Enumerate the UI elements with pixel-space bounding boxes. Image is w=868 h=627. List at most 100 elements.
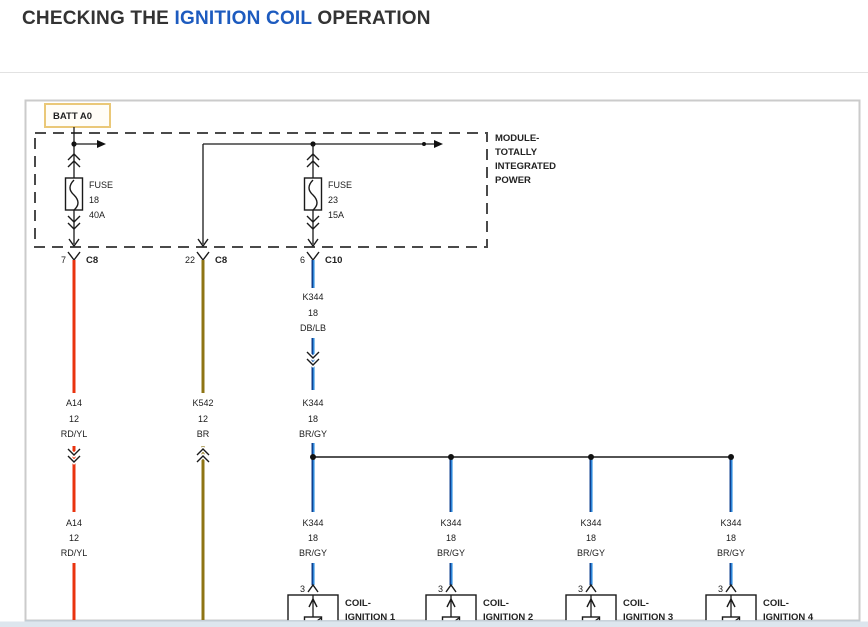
fuse-18-symbol [64, 177, 84, 211]
wire-label-k344-brgy-coil1: K344 18 BR/GY [299, 518, 327, 558]
wire-label-a14-2: A14 12 RD/YL [61, 518, 88, 558]
svg-text:12: 12 [69, 414, 79, 424]
arrow-down-icon [197, 238, 209, 248]
connector-caret-icon [307, 583, 319, 593]
tipm-label-line1: MODULE- [495, 133, 539, 144]
tipm-label-line4: POWER [495, 175, 531, 186]
svg-text:K344: K344 [302, 518, 323, 528]
fuse-23-name: FUSE [328, 180, 352, 190]
svg-text:BR/GY: BR/GY [299, 548, 327, 558]
svg-text:BR/GY: BR/GY [437, 548, 465, 558]
fuse-18-number: 18 [89, 195, 99, 205]
inline-connector-up-icon [196, 448, 210, 463]
tipm-label-line3: INTEGRATED [495, 161, 556, 172]
page-title: CHECKING THE IGNITION COIL OPERATION [22, 8, 431, 30]
svg-text:18: 18 [308, 533, 318, 543]
svg-text:RD/YL: RD/YL [61, 429, 88, 439]
connector-pin: 22 [185, 255, 195, 265]
svg-text:DB/LB: DB/LB [300, 323, 326, 333]
coil-label-line1: COIL- [623, 598, 649, 609]
coil-label-line1: COIL- [763, 598, 789, 609]
svg-text:K344: K344 [720, 518, 741, 528]
inline-connector-down-icon [306, 351, 320, 366]
svg-text:K344: K344 [440, 518, 461, 528]
wire-label-k344-brgy-coil3: K344 18 BR/GY [577, 518, 605, 558]
svg-text:K344: K344 [302, 398, 323, 408]
svg-text:18: 18 [308, 414, 318, 424]
connector-caret-icon [445, 583, 457, 593]
arrow-up-icon [308, 597, 318, 608]
inline-connector-up-icon [67, 153, 81, 168]
battery-feed-label: BATT A0 [53, 111, 92, 122]
connector-name: C8 [215, 255, 227, 266]
coil-pin: 3 [438, 584, 443, 594]
wire-label-k344-brgy-coil4: K344 18 BR/GY [717, 518, 745, 558]
inline-connector-down-icon [67, 215, 81, 230]
arrow-up-icon [726, 597, 736, 608]
tipm-dashed-box [34, 132, 488, 248]
arrow-right-icon [434, 140, 443, 148]
svg-text:12: 12 [69, 533, 79, 543]
wire-label-k344-brgy-coil2: K344 18 BR/GY [437, 518, 465, 558]
connector-pin: 7 [61, 255, 66, 265]
wire-label-k542: K542 12 BR [192, 398, 213, 439]
wire-label-a14-1: A14 12 RD/YL [61, 398, 88, 439]
svg-text:18: 18 [446, 533, 456, 543]
svg-text:RD/YL: RD/YL [61, 548, 88, 558]
svg-text:K344: K344 [580, 518, 601, 528]
title-suffix: OPERATION [311, 8, 431, 29]
arrow-up-icon [586, 597, 596, 608]
coil-pin: 3 [300, 584, 305, 594]
connector-name: C8 [86, 255, 98, 266]
splice-dot [310, 454, 316, 460]
fuse-23-rating: 15A [328, 210, 344, 220]
connector-caret-icon [725, 583, 737, 593]
svg-text:BR/GY: BR/GY [299, 429, 327, 439]
svg-text:K542: K542 [192, 398, 213, 408]
coil-label-line2: IGNITION 1 [345, 612, 396, 623]
coil-ignition-3: 3 COIL- IGNITION 3 [565, 583, 673, 627]
connector-name: C10 [325, 255, 342, 266]
coil-label-line1: COIL- [483, 598, 509, 609]
splice-dot [448, 454, 454, 460]
title-prefix: CHECKING THE [22, 8, 175, 29]
connector-caret-icon [585, 583, 597, 593]
svg-text:A14: A14 [66, 518, 82, 528]
arrow-right-icon [97, 140, 106, 148]
svg-text:A14: A14 [66, 398, 82, 408]
header-divider [0, 72, 868, 73]
coil-pin: 3 [578, 584, 583, 594]
fuse-23-symbol [303, 177, 323, 211]
wire-label-k344-dblb: K344 18 DB/LB [300, 292, 326, 333]
coil-label-line2: IGNITION 3 [623, 612, 673, 623]
coil-pin: 3 [718, 584, 723, 594]
arrow-up-icon [446, 597, 456, 608]
inline-connector-up-icon [306, 153, 320, 168]
fuse-18-name: FUSE [89, 180, 113, 190]
title-ignition-coil-link[interactable]: IGNITION COIL [174, 8, 312, 29]
svg-text:BR/GY: BR/GY [577, 548, 605, 558]
coil-label-line2: IGNITION 4 [763, 612, 814, 623]
svg-text:18: 18 [586, 533, 596, 543]
bottom-strip [0, 621, 868, 627]
svg-text:18: 18 [308, 308, 318, 318]
splice-dot [728, 454, 734, 460]
splice-dot [588, 454, 594, 460]
svg-text:BR: BR [197, 429, 210, 439]
inline-connector-down-icon [67, 448, 81, 463]
svg-text:12: 12 [198, 414, 208, 424]
arrow-down-icon [68, 238, 80, 248]
arrow-down-icon [307, 238, 319, 248]
connector-pin: 6 [300, 255, 305, 265]
inline-connector-down-icon [306, 215, 320, 230]
svg-text:18: 18 [726, 533, 736, 543]
coil-label-line2: IGNITION 2 [483, 612, 533, 623]
battery-feed-box [44, 103, 111, 128]
svg-text:BR/GY: BR/GY [717, 548, 745, 558]
fuse-18-rating: 40A [89, 210, 105, 220]
diagram-panel [24, 99, 861, 622]
fuse-23-number: 23 [328, 195, 338, 205]
svg-text:K344: K344 [302, 292, 323, 302]
